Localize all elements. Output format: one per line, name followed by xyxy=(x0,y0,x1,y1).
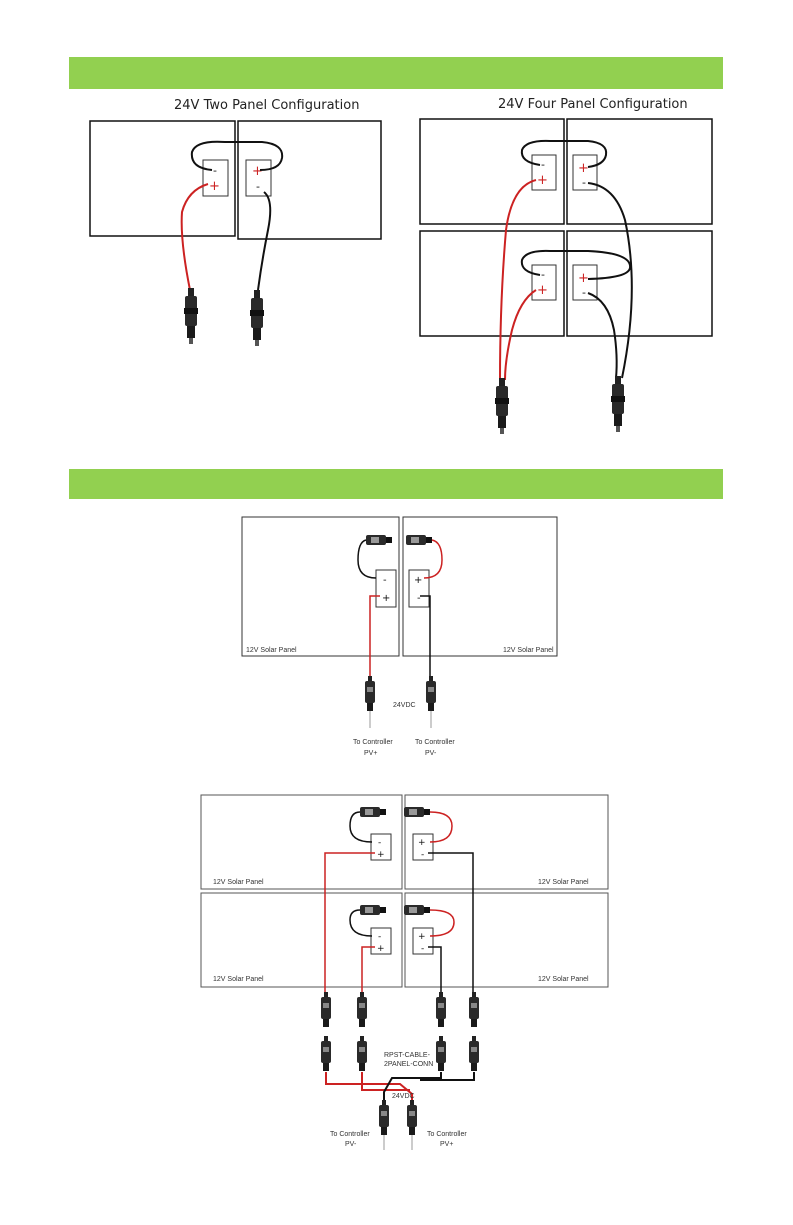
mc4-connector xyxy=(436,992,446,1027)
plus-symbol: + xyxy=(414,575,422,586)
plus-symbol: + xyxy=(382,593,390,604)
section-band-top xyxy=(69,57,723,89)
voltage-label: 24VDC xyxy=(393,702,416,709)
mc4-connector xyxy=(436,1036,446,1071)
mc4-connector xyxy=(250,290,264,346)
mc4-connector xyxy=(321,1036,331,1071)
pv-minus-label: PV- xyxy=(425,750,437,757)
plus-symbol: + xyxy=(537,173,548,188)
minus-symbol: - xyxy=(421,850,424,860)
to-controller-label: To Controller xyxy=(330,1131,370,1138)
pv-plus-label: PV+ xyxy=(440,1141,453,1148)
minus-symbol: - xyxy=(417,593,421,604)
panel-label: 12V Solar Panel xyxy=(538,976,589,983)
to-controller-label: To Controller xyxy=(415,739,455,746)
plus-symbol: + xyxy=(377,944,385,954)
four-panel-title: 24V Four Panel Configuration xyxy=(498,97,688,112)
pv-plus-label: PV+ xyxy=(364,750,377,757)
junction-box xyxy=(531,264,557,301)
plus-symbol: + xyxy=(578,161,589,176)
mc4-connector xyxy=(469,992,479,1027)
solar-panel xyxy=(404,794,609,890)
solar-panel xyxy=(237,120,382,240)
mc4-connector xyxy=(611,376,625,432)
plus-symbol: + xyxy=(252,164,263,179)
junction-box xyxy=(202,159,229,197)
plus-symbol: + xyxy=(418,838,426,848)
mc4-connector xyxy=(379,1100,389,1135)
to-controller-label: To Controller xyxy=(353,739,393,746)
minus-symbol: - xyxy=(256,180,260,193)
junction-box xyxy=(375,569,397,608)
plus-symbol: + xyxy=(578,271,589,286)
plus-symbol: + xyxy=(537,283,548,298)
junction-box xyxy=(408,569,430,608)
two-panel-configuration: - + + - xyxy=(89,120,382,346)
minus-symbol: - xyxy=(378,932,381,942)
junction-box xyxy=(245,159,272,197)
pv-minus-label: PV- xyxy=(345,1141,357,1148)
minus-symbol: - xyxy=(383,575,387,586)
plus-symbol: + xyxy=(418,932,426,942)
mc4-connector xyxy=(357,1036,367,1071)
four-panel-configuration: - + + - - + + - xyxy=(419,118,713,434)
mc4-connector xyxy=(426,676,436,711)
to-controller-label: To Controller xyxy=(427,1131,467,1138)
section-band-middle xyxy=(69,469,723,499)
panel-label: 12V Solar Panel xyxy=(246,647,297,654)
minus-symbol: - xyxy=(541,268,545,281)
minus-symbol: - xyxy=(421,944,424,954)
minus-symbol: - xyxy=(213,164,217,177)
mc4-connector xyxy=(184,288,198,344)
minus-symbol: - xyxy=(582,286,586,299)
cable-label: RPST-CABLE- xyxy=(384,1052,431,1059)
junction-box xyxy=(531,154,557,191)
panel-label: 12V Solar Panel xyxy=(503,647,554,654)
mc4-connector xyxy=(321,992,331,1027)
panel-label: 12V Solar Panel xyxy=(213,976,264,983)
mc4-connector xyxy=(365,676,375,711)
solar-panel xyxy=(404,892,609,988)
plus-symbol: + xyxy=(209,179,220,194)
cable-label: 2PANEL-CONN xyxy=(384,1061,433,1068)
panel-label: 12V Solar Panel xyxy=(538,879,589,886)
mc4-connector xyxy=(407,1100,417,1135)
junction-box xyxy=(370,927,392,955)
four-panel-detailed: 12V Solar Panel 12V Solar Panel 12V Sola… xyxy=(200,794,609,1150)
plus-symbol: + xyxy=(377,850,385,860)
voltage-label: 24VDC xyxy=(392,1093,415,1100)
mc4-connector xyxy=(357,992,367,1027)
two-panel-detailed: 12V Solar Panel 12V Solar Panel - + + - … xyxy=(241,516,558,757)
minus-symbol: - xyxy=(541,158,545,171)
two-panel-title: 24V Two Panel Configuration xyxy=(174,98,360,113)
junction-box xyxy=(370,833,392,861)
minus-symbol: - xyxy=(582,176,586,189)
panel-label: 12V Solar Panel xyxy=(213,879,264,886)
minus-symbol: - xyxy=(378,838,381,848)
mc4-connector xyxy=(469,1036,479,1071)
mc4-connector xyxy=(495,378,509,434)
